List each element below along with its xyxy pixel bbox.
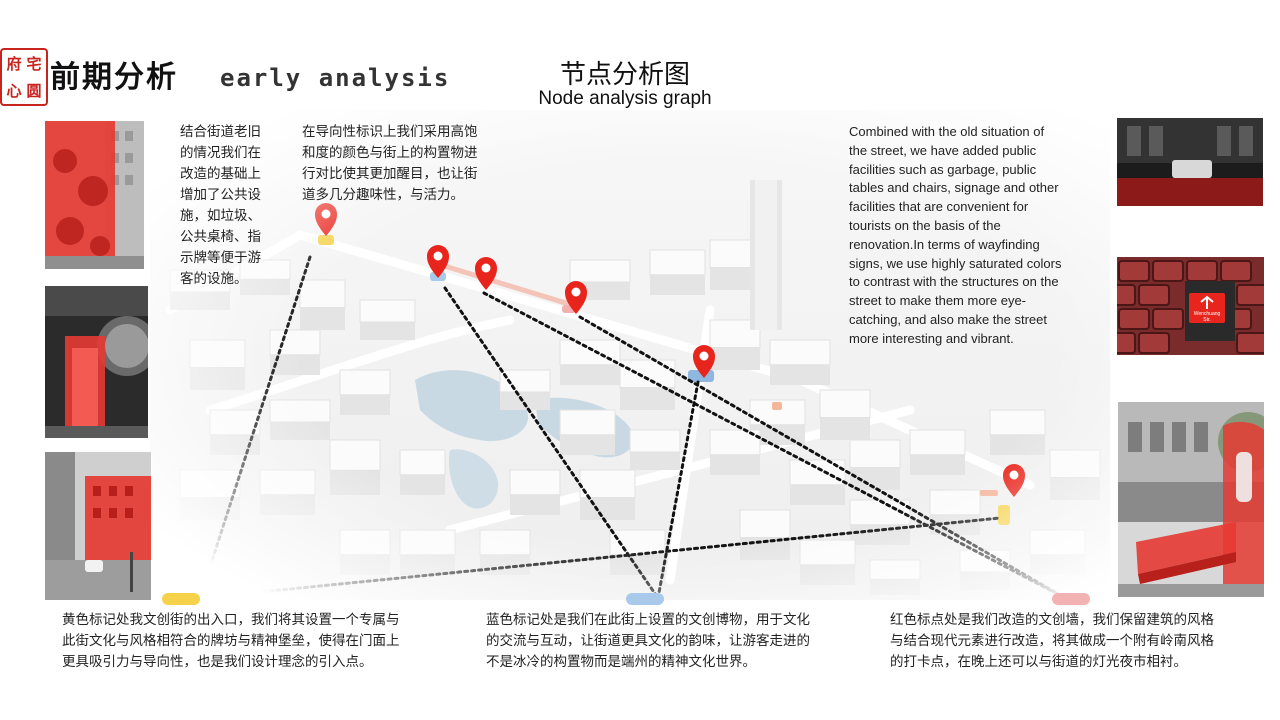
seal-char: 心: [6, 81, 22, 100]
section-title-cn: 前期分析: [50, 60, 178, 95]
sign-text-line: Wenchuang: [1194, 311, 1221, 317]
blue-marker-description: 蓝色标记处是我们在此街上设置的文创博物，用于文化 的交流与互动，让街道更具文化的…: [486, 612, 810, 670]
node-map: [150, 110, 1110, 600]
photo-red-mural-building: [45, 121, 144, 269]
seal-char: 圆: [26, 81, 42, 100]
red-marker-description: 红色标点处是我们改造的文创墙，我们保留建筑的风格 与结合现代元素进行改造，将其做…: [890, 612, 1214, 670]
blue-marker-swatch: [626, 593, 664, 605]
seal-logo: 府 宅 心 圆: [0, 48, 48, 106]
diagram-title-cn: 节点分析图: [559, 60, 690, 90]
photo-red-corner-building: [45, 452, 151, 600]
seal-char: 府: [6, 54, 22, 73]
photo-night-bench: [1117, 118, 1263, 206]
photo-red-bus-shelter: [1118, 402, 1264, 597]
center-description-cn: 在导向性标识上我们采用高饱 和度的颜色与街上的构置物进 行对比使其更加醒目，也让…: [302, 124, 478, 203]
right-description-en: Combined with the old situation of the s…: [849, 124, 1062, 346]
yellow-marker-swatch: [162, 593, 200, 605]
left-description-cn: 结合街道老旧 的情况我们在 改造的基础上 增加了公共设 施，如垃圾、 公共桌椅、…: [180, 124, 261, 287]
seal-char: 宅: [26, 54, 42, 73]
photo-cobblestone-sign: Wenchuang Str.: [1117, 257, 1264, 355]
yellow-marker-description: 黄色标记处我文创街的出入口，我们将其设置一个专属与 此街文化与风格相符合的牌坊与…: [62, 612, 400, 670]
section-title-en: early analysis: [220, 64, 451, 92]
red-marker-swatch: [1052, 593, 1090, 605]
photo-red-shop-front: [45, 286, 148, 438]
diagram-title-en: Node analysis graph: [538, 88, 712, 109]
sign-text-line: Str.: [1203, 317, 1211, 323]
